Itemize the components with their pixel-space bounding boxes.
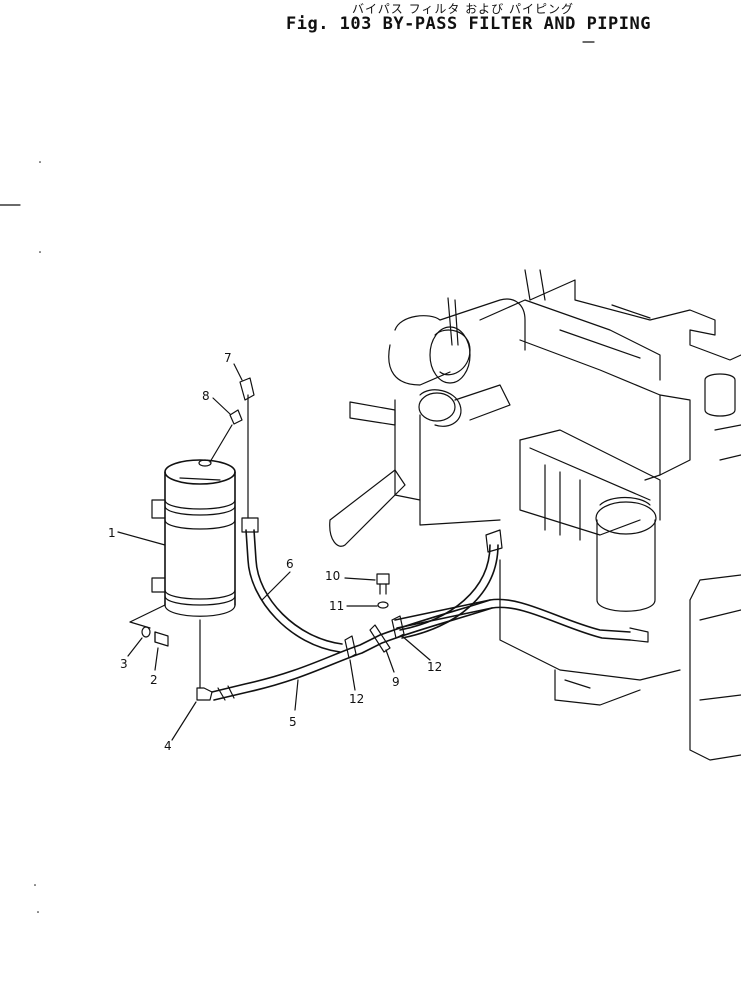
callout-12b: 12 bbox=[427, 660, 442, 674]
connector-7 bbox=[239, 377, 255, 401]
hose-5 bbox=[211, 599, 493, 701]
hose-engine-lower bbox=[394, 598, 649, 643]
callout-12a: 12 bbox=[349, 692, 364, 706]
elbow-8 bbox=[209, 409, 243, 463]
hose-engine-upper bbox=[399, 529, 503, 639]
clamp-bracket bbox=[344, 615, 405, 659]
callout-5: 5 bbox=[289, 715, 297, 729]
washer-11 bbox=[377, 601, 389, 609]
callouts: 1 2 3 4 5 6 7 8 9 10 11 12 12 bbox=[108, 351, 442, 753]
callout-11: 11 bbox=[329, 599, 344, 613]
callout-2: 2 bbox=[150, 673, 158, 687]
callout-1: 1 bbox=[108, 526, 116, 540]
callout-8: 8 bbox=[202, 389, 210, 403]
bolt-and-washer bbox=[141, 626, 169, 647]
elbow-fitting bbox=[196, 687, 213, 701]
callout-9: 9 bbox=[392, 675, 400, 689]
engine-block bbox=[329, 269, 741, 761]
bypass-filter bbox=[151, 459, 236, 617]
callout-6: 6 bbox=[286, 557, 294, 571]
bolt-10 bbox=[376, 573, 390, 595]
hose-6 bbox=[241, 394, 343, 653]
japanese-title: バイパス フィルタ および パイピング bbox=[352, 2, 574, 16]
callout-7: 7 bbox=[224, 351, 232, 365]
callout-3: 3 bbox=[120, 657, 128, 671]
margin-marks bbox=[0, 41, 595, 913]
callout-4: 4 bbox=[164, 739, 172, 753]
figure-title: Fig. 103 BY-PASS FILTER AND PIPING bbox=[286, 14, 651, 34]
callout-10: 10 bbox=[325, 569, 340, 583]
leader-lines bbox=[117, 363, 431, 741]
